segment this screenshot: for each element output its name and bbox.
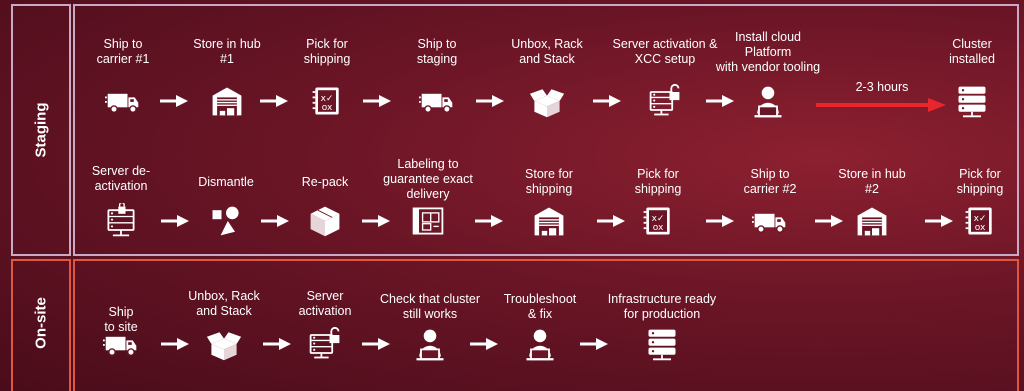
staging_row2-flow-arrow-7 xyxy=(815,214,843,228)
staging_row1-flow-arrow-2 xyxy=(260,94,288,108)
onsite_row-flow-arrow-3 xyxy=(362,337,390,351)
server-unlock-icon xyxy=(647,83,683,119)
staging_row2-step-9-label: Pick for shipping xyxy=(956,167,1004,196)
staging_row2-flow-arrow-1 xyxy=(161,214,189,228)
picklist-icon: x✓ox xyxy=(962,203,998,239)
truck-icon xyxy=(752,203,788,239)
staging_row2-step-4-label: Labeling to guarantee exact delivery xyxy=(383,157,473,201)
open-box-icon xyxy=(206,326,242,362)
picklist-icon: x✓ox xyxy=(640,203,676,239)
svg-text:x✓: x✓ xyxy=(652,214,665,224)
staging_row2-flow-arrow-3 xyxy=(362,214,390,228)
staging_row2-step-5-label: Store for shipping xyxy=(525,167,573,196)
staging_row1-flow-arrow-3 xyxy=(363,94,391,108)
staging_row1-step-2-label: Store in hub #1 xyxy=(193,37,261,66)
staging_row2-step-2-label: Dismantle xyxy=(198,175,254,189)
staging_row1-step-4-label: Ship to staging xyxy=(416,37,458,66)
warehouse-icon xyxy=(854,203,890,239)
svg-text:x✓: x✓ xyxy=(321,94,334,104)
onsite-label-box xyxy=(11,259,71,391)
warehouse-icon xyxy=(531,203,567,239)
closed-box-icon xyxy=(307,203,343,239)
svg-text:ox: ox xyxy=(322,103,333,113)
server-stack-icon xyxy=(954,83,990,119)
blueprint-icon xyxy=(410,203,446,239)
server-unlock-icon xyxy=(307,326,343,362)
staging_row1-step-5-label: Unbox, Rack and Stack xyxy=(511,37,583,66)
onsite_row-step-3-label: Server activation xyxy=(298,289,352,318)
staging_row2-flow-arrow-8 xyxy=(925,214,953,228)
staging_row1-flow-arrow-5 xyxy=(593,94,621,108)
staging_row1-step-8-label: Cluster installed xyxy=(949,37,995,66)
staging_row2-step-8-label: Store in hub #2 xyxy=(838,167,906,196)
staging-section-label: Staging xyxy=(32,102,50,158)
staging_row1-flow-arrow-1 xyxy=(160,94,188,108)
picklist-icon: x✓ox xyxy=(309,83,345,119)
shapes-icon xyxy=(208,203,244,239)
onsite_row-step-2-label: Unbox, Rack and Stack xyxy=(188,289,260,318)
staging-label-box xyxy=(11,4,71,256)
server-stack-icon xyxy=(644,326,680,362)
staging_row1-step-7-label: Install cloud Platform with vendor tooli… xyxy=(715,30,821,74)
warehouse-icon xyxy=(209,83,245,119)
person-laptop-icon xyxy=(522,326,558,362)
onsite_row-step-6-label: Infrastructure ready for production xyxy=(607,292,717,321)
duration-label: 2-3 hours xyxy=(855,80,909,94)
truck-icon xyxy=(105,83,141,119)
staging_row2-step-1-label: Server de- activation xyxy=(91,164,151,193)
onsite_row-flow-arrow-5 xyxy=(580,337,608,351)
staging_row1-step-1-label: Ship to carrier #1 xyxy=(96,37,150,66)
staging_row2-flow-arrow-2 xyxy=(261,214,289,228)
staging_row2-step-3-label: Re-pack xyxy=(301,175,349,189)
person-laptop-icon xyxy=(750,83,786,119)
staging_row2-step-7-label: Ship to carrier #2 xyxy=(743,167,797,196)
server-lock-icon xyxy=(103,203,139,239)
svg-text:ox: ox xyxy=(653,223,664,233)
onsite_row-step-1-label: Ship to site xyxy=(104,305,138,334)
truck-icon xyxy=(419,83,455,119)
staging_row2-flow-arrow-4 xyxy=(475,214,503,228)
staging_row2-step-6-label: Pick for shipping xyxy=(634,167,682,196)
staging_row1-step-3-label: Pick for shipping xyxy=(303,37,351,66)
svg-text:ox: ox xyxy=(975,223,986,233)
onsite_row-step-4-label: Check that cluster still works xyxy=(379,292,481,321)
staging_row1-flow-arrow-4 xyxy=(476,94,504,108)
staging-process-box xyxy=(73,4,1019,256)
staging_row1-flow-arrow-6 xyxy=(706,94,734,108)
onsite-section-label: On-site xyxy=(32,297,50,349)
svg-text:x✓: x✓ xyxy=(974,214,987,224)
onsite_row-step-5-label: Troubleshoot & fix xyxy=(503,292,577,321)
staging_row2-flow-arrow-5 xyxy=(597,214,625,228)
duration-arrow xyxy=(816,97,946,113)
open-box-icon xyxy=(529,83,565,119)
staging_row1-step-6-label: Server activation & XCC setup xyxy=(612,37,718,66)
onsite-process-box xyxy=(73,259,1019,391)
onsite_row-flow-arrow-4 xyxy=(470,337,498,351)
truck-icon xyxy=(103,326,139,362)
onsite_row-flow-arrow-1 xyxy=(161,337,189,351)
person-laptop-icon xyxy=(412,326,448,362)
staging_row2-flow-arrow-6 xyxy=(706,214,734,228)
onsite_row-flow-arrow-2 xyxy=(263,337,291,351)
